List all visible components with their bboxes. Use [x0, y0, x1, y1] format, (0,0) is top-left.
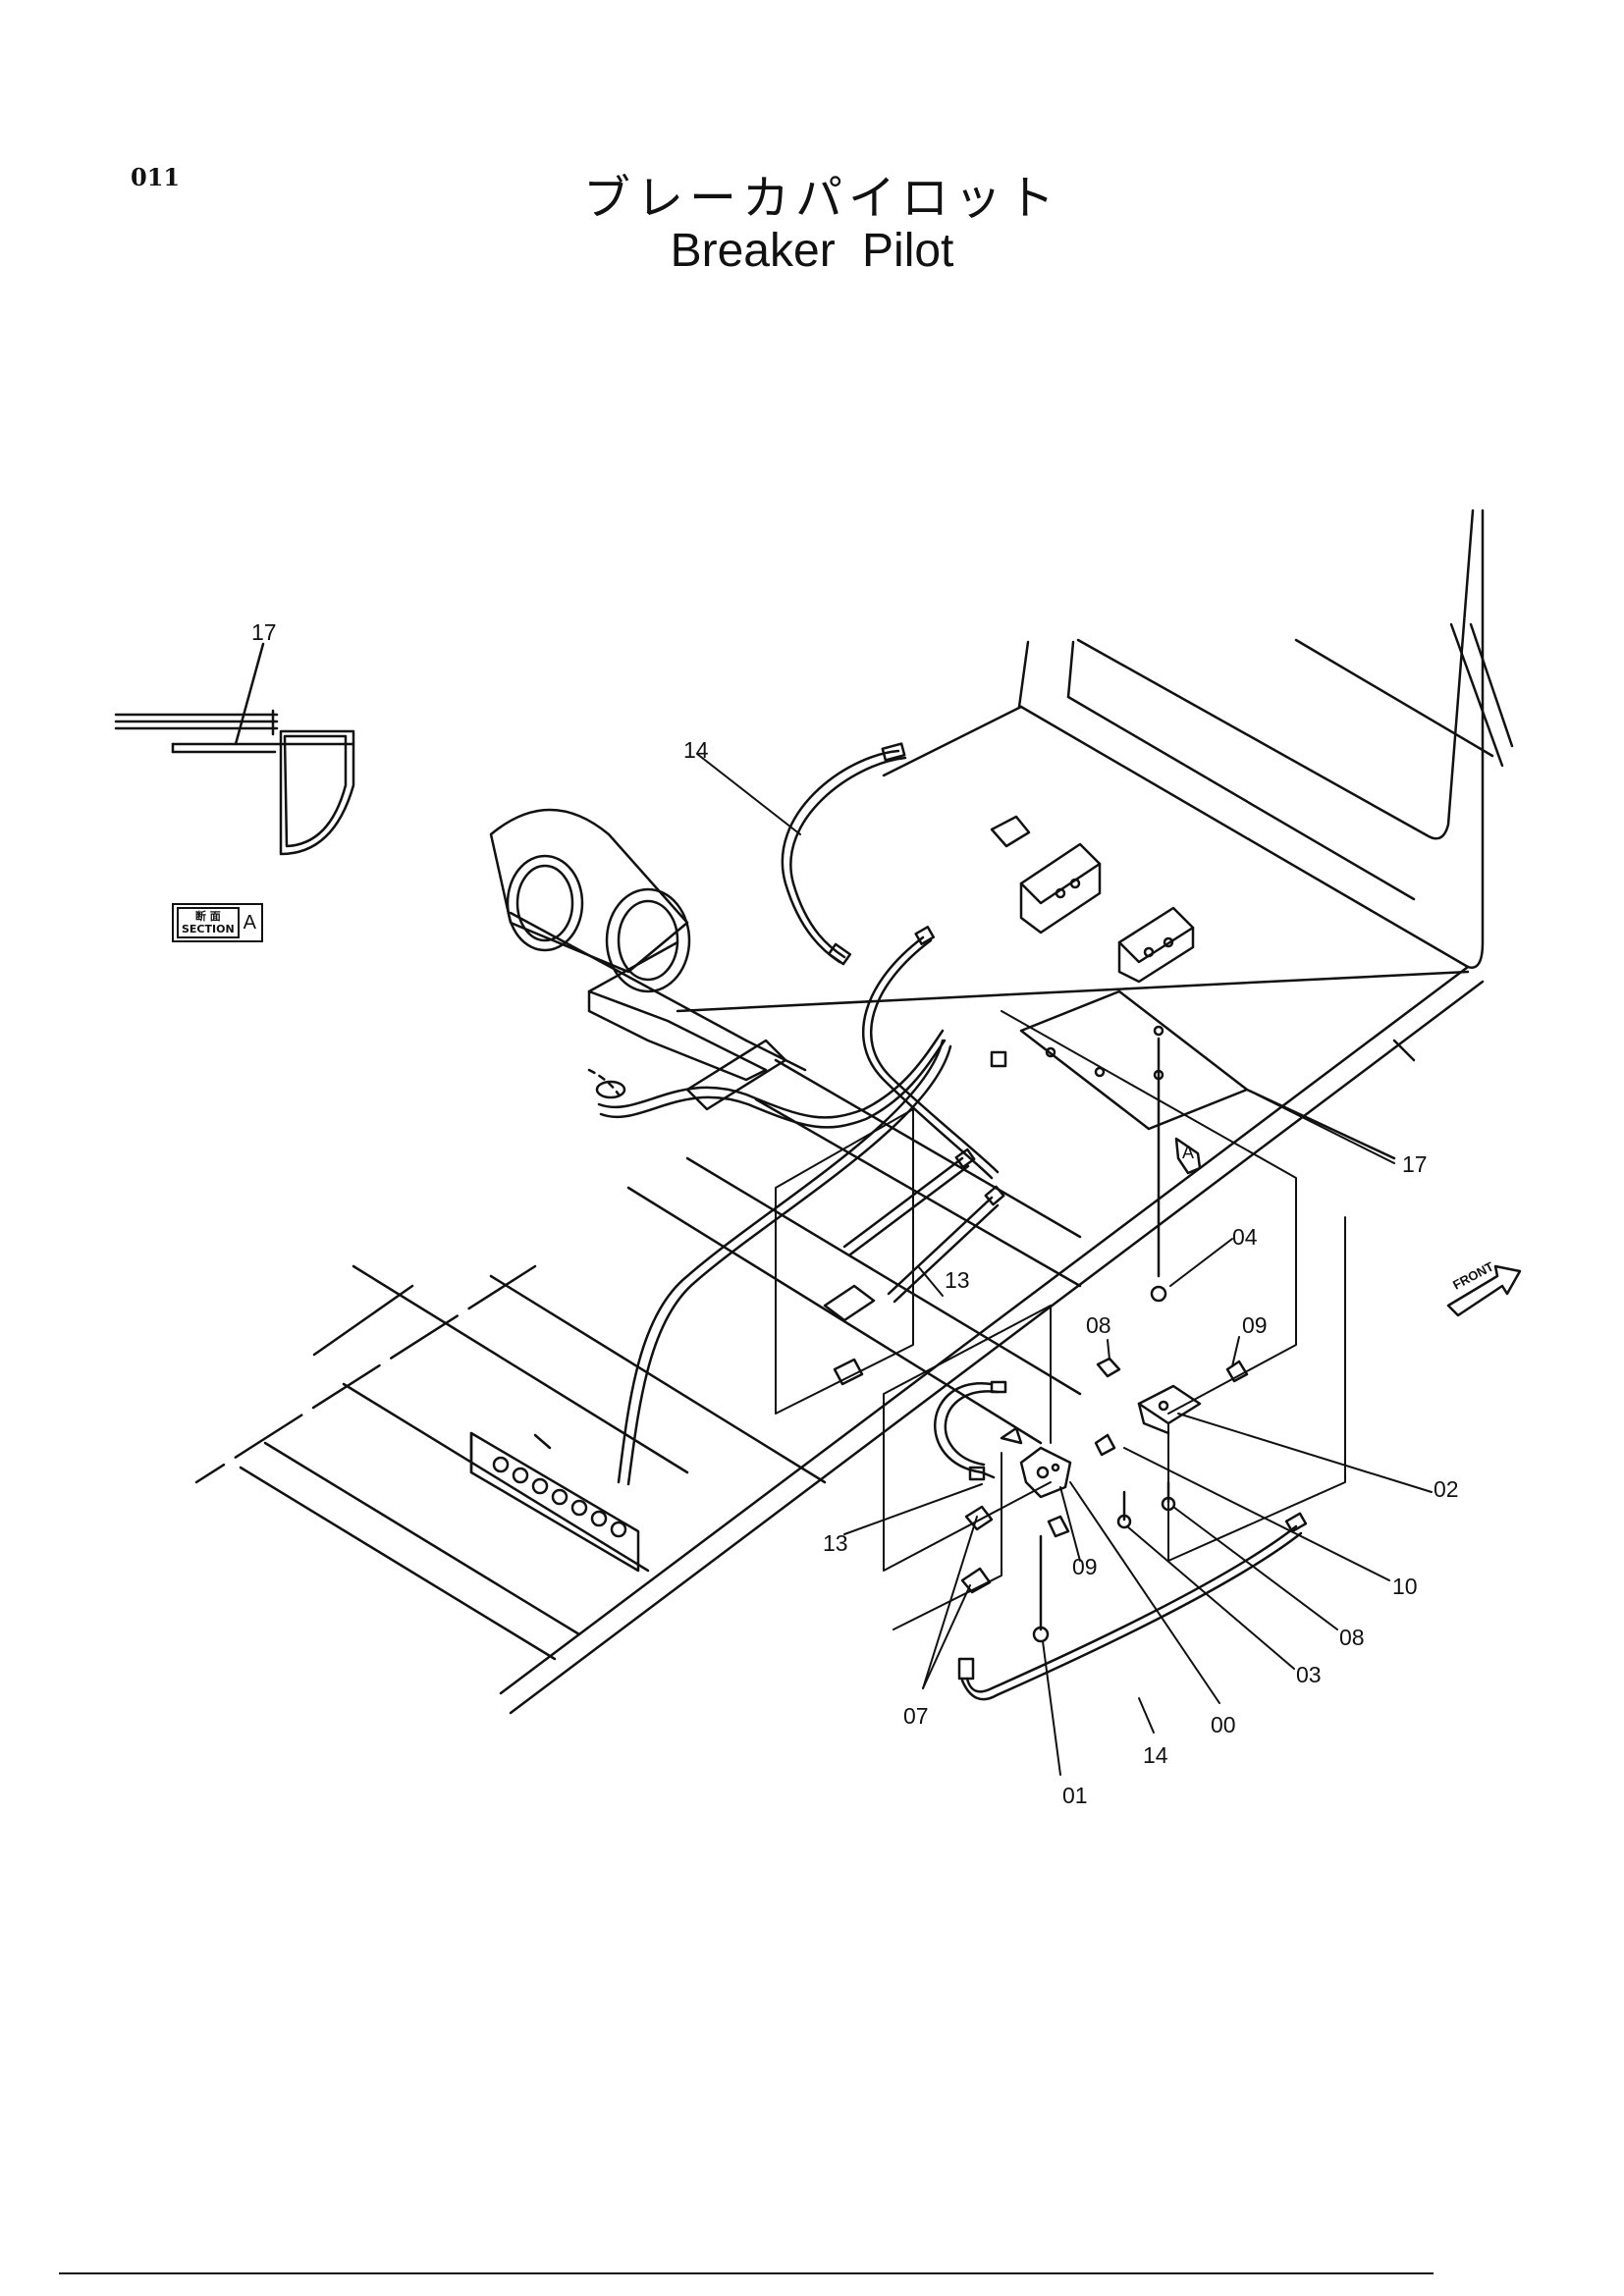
- view-marker-a: A: [1182, 1143, 1194, 1162]
- callout-04: 04: [1232, 1224, 1258, 1250]
- block-02: [1137, 1384, 1202, 1435]
- callout-17-right: 17: [1402, 1151, 1428, 1177]
- section-a-inset: [114, 709, 355, 856]
- callout-01: 01: [1062, 1783, 1088, 1808]
- mounting-plate-17: [1019, 989, 1396, 1278]
- section-kanji: 断 面: [194, 910, 221, 923]
- section-letter: A: [243, 911, 257, 934]
- callout-08-low: 08: [1339, 1625, 1365, 1650]
- title-english: Breaker Pilot: [670, 225, 954, 277]
- leader-lines: [696, 753, 1433, 1776]
- hose-14-lower: [957, 1512, 1308, 1701]
- spiral-hose: [587, 1029, 947, 1129]
- fittings: [823, 1284, 1249, 1643]
- phantom-boxes: [775, 1010, 1346, 1630]
- boom-foot: [489, 808, 768, 1082]
- title-japanese: ブレーカパイロット: [582, 171, 1060, 226]
- callout-09-low: 09: [1072, 1554, 1098, 1579]
- valve-00: [1019, 1446, 1072, 1499]
- long-hose: [617, 926, 1007, 1486]
- hose-14-upper: [781, 742, 907, 966]
- callout-09-top: 09: [1242, 1312, 1268, 1338]
- callout-00: 00: [1211, 1712, 1236, 1737]
- callout-07: 07: [903, 1703, 929, 1729]
- callout-14-bottom: 14: [1143, 1742, 1168, 1768]
- callout-03: 03: [1296, 1662, 1322, 1687]
- callout-13-mid: 13: [945, 1267, 970, 1293]
- section-word: SECTION: [182, 923, 235, 935]
- front-arrow-icon: [1446, 1264, 1522, 1317]
- hoses-13: [842, 1148, 1007, 1481]
- callout-14-top: 14: [683, 737, 709, 763]
- frame-lines: [194, 705, 1485, 1715]
- page-number: 011: [131, 163, 181, 191]
- valve-block: [990, 815, 1195, 984]
- callout-17-inset: 17: [251, 619, 277, 645]
- mounting-bar: [469, 1431, 640, 1573]
- callout-08-top: 08: [1086, 1312, 1111, 1338]
- callout-labels: 17 14 17 04 13 08 09 02 13 10 09 08 03 0…: [251, 619, 1459, 1808]
- callout-10: 10: [1392, 1574, 1418, 1599]
- callout-13-left: 13: [823, 1530, 848, 1556]
- callout-02: 02: [1434, 1476, 1459, 1502]
